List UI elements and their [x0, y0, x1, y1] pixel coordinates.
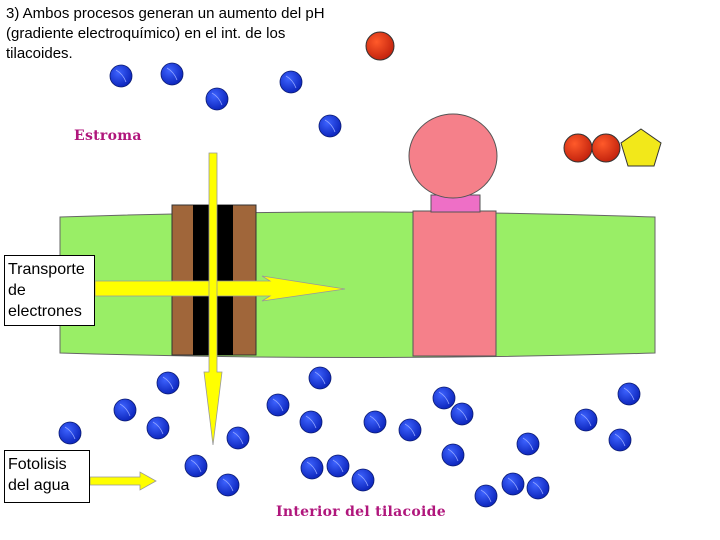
- proton-sphere: [516, 432, 540, 456]
- proton-sphere: [526, 476, 550, 500]
- proton-sphere: [156, 371, 180, 395]
- water-photolysis-arrow: [89, 471, 157, 491]
- proton-sphere: [226, 426, 250, 450]
- proton-highlight: [306, 461, 318, 475]
- atp-synthase-head: [408, 113, 498, 199]
- proton-group: [58, 62, 641, 508]
- red-sphere: [365, 31, 395, 61]
- proton-highlight: [532, 481, 544, 495]
- proton-highlight: [614, 433, 626, 447]
- proton-sphere: [299, 410, 323, 434]
- lumen-label: Interior del tilacoide: [276, 504, 446, 520]
- proton-highlight: [580, 413, 592, 427]
- proton-highlight: [222, 478, 234, 492]
- proton-highlight: [404, 423, 416, 437]
- proton-highlight: [480, 489, 492, 503]
- proton-highlight: [152, 421, 164, 435]
- proton-highlight: [332, 459, 344, 473]
- proton-highlight: [369, 415, 381, 429]
- proton-highlight: [162, 376, 174, 390]
- adp-sphere-left: [563, 133, 593, 163]
- pentagon: [620, 128, 662, 167]
- proton-sphere: [441, 443, 465, 467]
- proton-sphere: [326, 454, 350, 478]
- proton-sphere: [216, 473, 240, 497]
- proton-highlight: [438, 391, 450, 405]
- proton-sphere: [205, 87, 229, 111]
- proton-highlight: [456, 407, 468, 421]
- title-text: 3) Ambos procesos generan un aumento del…: [6, 5, 325, 62]
- proton-highlight: [447, 448, 459, 462]
- proton-highlight: [305, 415, 317, 429]
- proton-sphere: [363, 410, 387, 434]
- proton-sphere: [450, 402, 474, 426]
- proton-highlight: [64, 426, 76, 440]
- proton-highlight: [190, 459, 202, 473]
- proton-sphere: [351, 468, 375, 492]
- proton-highlight: [119, 403, 131, 417]
- proton-sphere: [308, 366, 332, 390]
- proton-highlight: [357, 473, 369, 487]
- proton-sphere: [608, 428, 632, 452]
- proton-sphere: [574, 408, 598, 432]
- proton-highlight: [285, 75, 297, 89]
- proton-highlight: [623, 387, 635, 401]
- atp-synthase-stalk: [412, 210, 497, 357]
- electron-transport-label: Transporte de electrones: [4, 255, 95, 326]
- proton-highlight: [324, 119, 336, 133]
- proton-sphere: [109, 64, 133, 88]
- proton-highlight: [272, 398, 284, 412]
- proton-highlight: [522, 437, 534, 451]
- proton-highlight: [115, 69, 127, 83]
- proton-highlight: [507, 477, 519, 491]
- proton-sphere: [398, 418, 422, 442]
- proton-sphere: [113, 398, 137, 422]
- proton-highlight: [166, 67, 178, 81]
- proton-highlight: [314, 371, 326, 385]
- proton-sphere: [279, 70, 303, 94]
- proton-sphere: [318, 114, 342, 138]
- proton-sphere: [474, 484, 498, 508]
- proton-sphere: [617, 382, 641, 406]
- proton-sphere: [184, 454, 208, 478]
- proton-sphere: [160, 62, 184, 86]
- proton-sphere: [146, 416, 170, 440]
- proton-highlight: [232, 431, 244, 445]
- electron-transport-arrow: [94, 275, 346, 302]
- proton-sphere: [432, 386, 456, 410]
- proton-sphere: [300, 456, 324, 480]
- proton-sphere: [266, 393, 290, 417]
- proton-flow-arrow: [203, 152, 223, 446]
- proton-highlight: [211, 92, 223, 106]
- adp-sphere-right: [591, 133, 621, 163]
- stroma-label: Estroma: [74, 128, 142, 144]
- proton-sphere: [58, 421, 82, 445]
- proton-sphere: [501, 472, 525, 496]
- water-photolysis-label: Fotolisis del agua: [4, 450, 90, 503]
